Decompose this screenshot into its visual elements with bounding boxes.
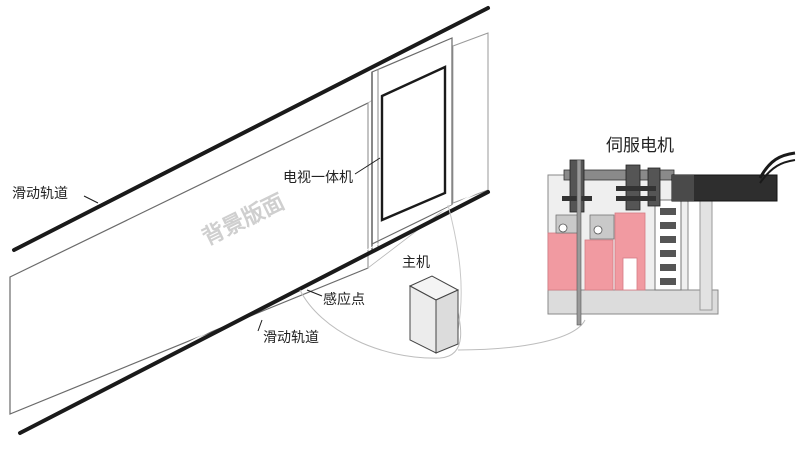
- label-host: 主机: [402, 255, 430, 271]
- host-cable: [457, 319, 586, 351]
- leader-sensor: [306, 289, 323, 297]
- servo-motor-assembly: [547, 151, 796, 326]
- host-box: [408, 275, 460, 354]
- sensor-cable: [299, 289, 462, 359]
- label-tv-all-in-one: 电视一体机: [283, 170, 353, 186]
- background-panel: [9, 102, 369, 415]
- leader-rail-top: [83, 195, 99, 204]
- label-top-rail: 滑动轨道: [12, 186, 68, 202]
- tv-screen: [380, 65, 447, 222]
- bottom-rail-highlight: [21, 187, 487, 430]
- top-rail: [12, 6, 490, 252]
- label-bottom-rail: 滑动轨道: [263, 330, 319, 346]
- leader-tv: [354, 157, 381, 175]
- label-sensor-point: 感应点: [323, 292, 365, 308]
- top-rail-highlight: [15, 5, 487, 247]
- label-servo-motor: 伺服电机: [606, 136, 674, 156]
- side-panel: [452, 32, 489, 204]
- leader-rail-bottom: [257, 319, 263, 332]
- bottom-rail: [18, 190, 490, 435]
- tv-cable: [447, 204, 462, 331]
